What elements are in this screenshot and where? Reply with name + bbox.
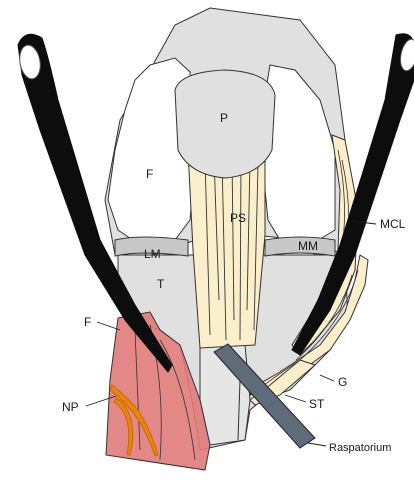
label-patellar-tendon: PS <box>230 211 246 225</box>
label-gracilis: G <box>338 375 347 389</box>
label-femur: F <box>146 167 153 181</box>
label-patella: P <box>220 111 228 125</box>
label-mcl: MCL <box>380 217 406 231</box>
label-raspatorium: Raspatorium <box>329 442 391 454</box>
label-fat: F <box>84 315 91 329</box>
label-medial-meniscus: MM <box>298 239 318 253</box>
label-nerve: NP <box>62 400 79 414</box>
label-lateral-meniscus: LM <box>144 247 161 261</box>
label-semitendinosus: ST <box>309 397 325 411</box>
patellar-tendon <box>188 150 265 348</box>
label-tibia: T <box>157 277 165 291</box>
